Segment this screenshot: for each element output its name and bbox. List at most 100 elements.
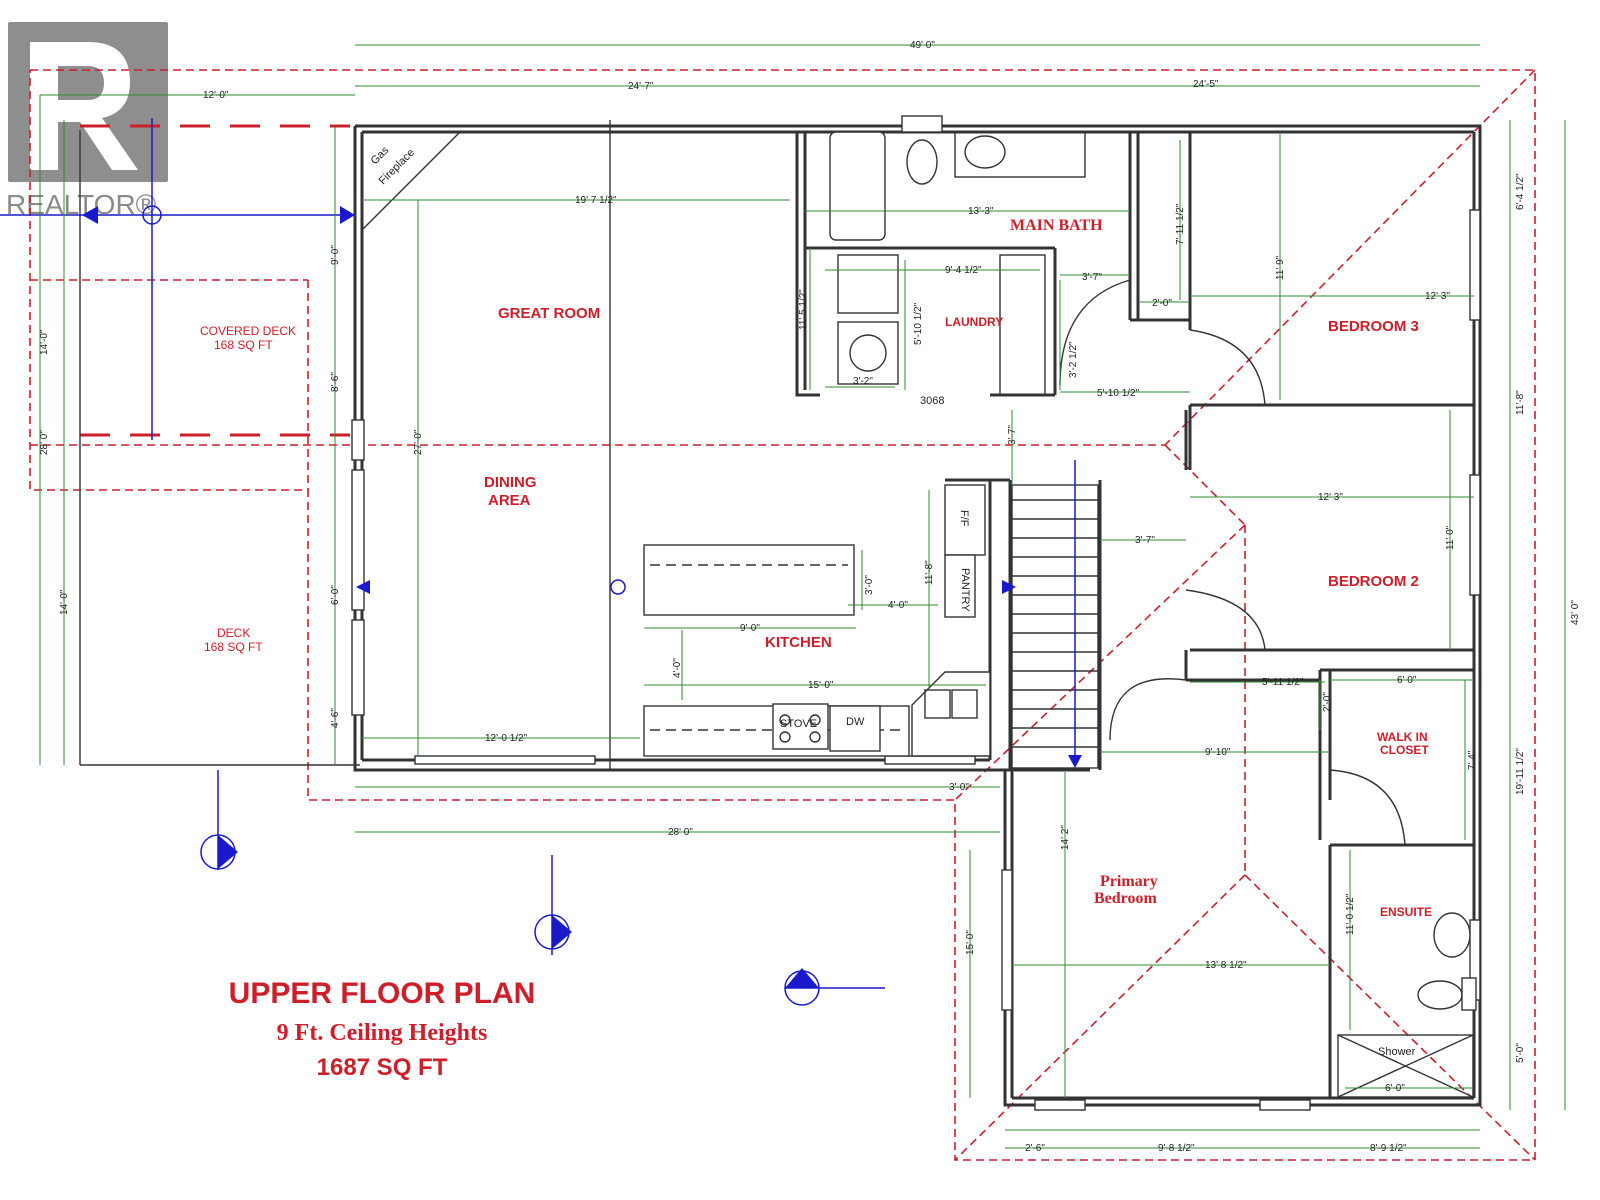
dim-laundry-height: 5'-10 1/2": [913, 302, 924, 345]
dim-right-19: 19'-11 1/2": [1515, 748, 1526, 795]
dim-bedroom2-width: 12' 3": [1318, 492, 1343, 503]
dim-top-left: 24'-7": [628, 81, 654, 92]
dim-wic-width: 6' 0": [1397, 675, 1417, 686]
walkin-label-line1: WALK IN: [1377, 730, 1428, 744]
toilet-icon: [906, 139, 938, 185]
dim-bedroom3-side: 6'-4 1/2": [1515, 173, 1526, 210]
fridge: [944, 484, 986, 556]
ensuite-label: ENSUITE: [1380, 905, 1432, 919]
room-labels: GREAT ROOM DINING AREA KITCHEN LAUNDRY M…: [200, 217, 1432, 919]
pantry: [944, 554, 976, 618]
roof-outline: [29, 69, 1536, 1161]
dim-left-46: 4'-6": [330, 708, 341, 728]
bedroom2-label: BEDROOM 2: [1328, 573, 1419, 590]
dim-shower-width: 6'-0": [1385, 1083, 1405, 1094]
dim-laundry-width: 9'-4 1/2": [945, 265, 982, 276]
bathtub: [829, 131, 886, 241]
shower-stall: [1337, 1034, 1474, 1098]
fixtures: [829, 115, 1477, 1098]
dim-left-60: 6'-0": [330, 585, 341, 605]
dining-label-line1: DINING: [484, 474, 537, 491]
dryer: [837, 321, 899, 385]
dim-deck-280: 28' 0": [39, 430, 50, 455]
kitchen-fixtures: [643, 484, 991, 757]
dim-bedroom3-height: 11' 9": [1275, 255, 1286, 280]
dim-counter: 15'-0": [808, 680, 834, 691]
dim-left-90: 9'-0": [330, 245, 341, 265]
windows: [351, 209, 1481, 1111]
deck-railing: [79, 124, 360, 766]
deck-label-line2: 168 SQ FT: [204, 640, 263, 654]
toilet-tank: [901, 115, 943, 133]
main-bath-label: MAIN BATH: [1010, 217, 1103, 234]
covered-deck-label-line1: COVERED DECK: [200, 324, 296, 338]
fixture-labels: F/F PANTRY STOVE DW Shower 3068: [780, 395, 1416, 1058]
plan-title: UPPER FLOOR PLAN: [229, 977, 536, 1010]
fireplace: Gas Fireplace: [361, 131, 461, 231]
dim-great-room: 19' 7 1/2": [575, 195, 617, 206]
gas-label: Gas: [369, 144, 392, 167]
dim-deck-140b: 14'-0": [59, 589, 70, 615]
bedroom3-label: BEDROOM 3: [1328, 318, 1419, 335]
dim-side-118: 11'-8": [1515, 390, 1526, 415]
dim-primary-side: 15' 0": [965, 930, 976, 955]
pantry-label: PANTRY: [959, 568, 971, 612]
dim-b-26: 2'-6": [1025, 1143, 1045, 1154]
ff-label: F/F: [958, 510, 970, 527]
dim-deck-140a: 14'-0": [39, 329, 50, 355]
square-footage: 1687 SQ FT: [317, 1054, 448, 1081]
dim-island-height: 3'-0": [864, 575, 875, 595]
dim-bath-width: 13'-3": [968, 206, 994, 217]
laundry-label: LAUNDRY: [945, 315, 1003, 329]
dim-island-gap: 4'-0": [888, 600, 908, 611]
shower-label: Shower: [1378, 1046, 1416, 1058]
dim-ensuite-height: 11'-0 1/2": [1345, 893, 1356, 935]
dim-overall: 49' 0": [910, 40, 935, 51]
doors: [609, 120, 1406, 846]
dim-hall-c: 5'-10 1/2": [1097, 388, 1140, 399]
ensuite-toilet-icon: [1417, 980, 1463, 1010]
ensuite-sink-icon: [1433, 912, 1471, 958]
deck-label-line1: DECK: [217, 626, 250, 640]
door-code-label: 3068: [920, 395, 944, 407]
title-block: UPPER FLOOR PLAN 9 Ft. Ceiling Heights 1…: [229, 977, 536, 1081]
dim-bath-height: 11' 5 1/2": [798, 289, 809, 330]
dim-closet-width: 2'-0": [1152, 298, 1172, 309]
dining-label-line2: AREA: [488, 492, 531, 509]
primary-label-line1: Primary: [1100, 873, 1158, 890]
exterior-walls: [353, 124, 1482, 1107]
dim-b-981: 9'-8 1/2": [1158, 1143, 1195, 1154]
dim-kit-gap: 4'-0": [672, 658, 683, 678]
dim-closet-height: 7'-11 1/2": [1175, 203, 1186, 245]
kitchen-island: [643, 544, 855, 616]
dishwasher: [829, 705, 881, 752]
dim-stair-37: 3'-7": [1007, 425, 1018, 445]
walkin-label-line2: CLOSET: [1380, 743, 1429, 757]
washer: [837, 254, 899, 314]
dim-primary-width: 13' 8 1/2": [1205, 960, 1247, 971]
stairs: [1011, 460, 1099, 769]
dim-hall-b: 3'-2 1/2": [1068, 341, 1079, 378]
covered-deck-label-line2: 168 SQ FT: [214, 338, 273, 352]
primary-label-line2: Bedroom: [1094, 890, 1157, 907]
dim-pantry-height: 11'-8": [924, 560, 935, 585]
dim-hall-20: 2'-0": [1322, 692, 1333, 712]
dim-great-height: 27'-0": [413, 429, 424, 455]
sink-icon: [964, 135, 1006, 169]
dim-hall-910: 9'-10": [1205, 747, 1231, 758]
interior-walls: [795, 132, 1474, 1098]
dim-dining-width: 12'-0 1/2": [485, 733, 528, 744]
dim-right-43: 43' 0": [1570, 600, 1581, 625]
dimension-labels: 49' 0" 24'-7" 24'-5" 12'-0" 19' 7 1/2" 1…: [39, 40, 1581, 1154]
dim-hall-a: 3'-7": [1082, 272, 1102, 283]
dim-island-width: 9'-0": [740, 623, 760, 634]
ceiling-heights: 9 Ft. Ceiling Heights: [277, 1020, 488, 1046]
kitchen-label: KITCHEN: [765, 634, 832, 651]
dim-bottom-280: 28' 0": [668, 827, 693, 838]
section-markers: [0, 118, 1016, 1006]
dim-hall-511: 5'-11 1/2": [1262, 677, 1304, 688]
dim-bedroom2-height: 11' 0": [1445, 525, 1456, 550]
dim-deck-width: 12'-0": [203, 90, 229, 101]
corner-sink: [911, 671, 991, 757]
